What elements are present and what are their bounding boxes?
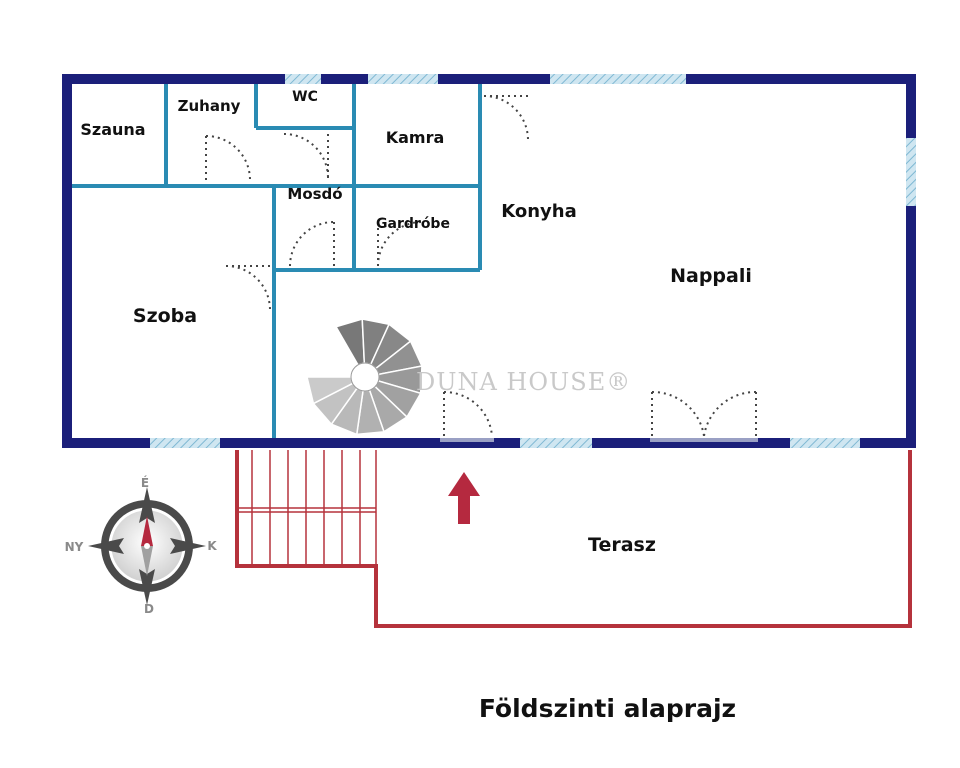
- outer-walls: [62, 74, 916, 448]
- inner-walls: [68, 80, 482, 440]
- room-label-nappali: Nappali: [670, 265, 752, 287]
- entrance-arrow-icon: [448, 472, 480, 524]
- compass-east-label: K: [207, 539, 217, 553]
- compass-south-label: D: [144, 602, 154, 616]
- compass-north-label: É: [141, 475, 149, 490]
- spiral-step: [334, 318, 366, 366]
- room-label-kamra: Kamra: [386, 128, 445, 147]
- plan-title: Földszinti alaprajz: [478, 694, 737, 723]
- room-label-wc: WC: [292, 89, 318, 105]
- spiral-core: [350, 362, 380, 392]
- room-label-gardrobe: Gardróbe: [376, 216, 450, 232]
- room-label-zuhany: Zuhany: [178, 97, 241, 115]
- room-label-konyha: Konyha: [501, 201, 577, 222]
- room-label-szoba: Szoba: [133, 305, 197, 327]
- exterior-stairs: [237, 450, 377, 566]
- spiral-staircase-icon: [306, 318, 424, 436]
- watermark: DUNA HOUSE®: [416, 368, 631, 396]
- room-label-terasz: Terasz: [588, 534, 656, 556]
- room-label-szauna: Szauna: [80, 120, 145, 139]
- compass-west-label: NY: [65, 540, 84, 554]
- terrace-outline: [235, 450, 912, 628]
- compass-icon: [88, 487, 206, 605]
- doors: [205, 95, 758, 442]
- windows: [150, 74, 916, 448]
- room-label-mosdo: Mosdó: [287, 185, 342, 203]
